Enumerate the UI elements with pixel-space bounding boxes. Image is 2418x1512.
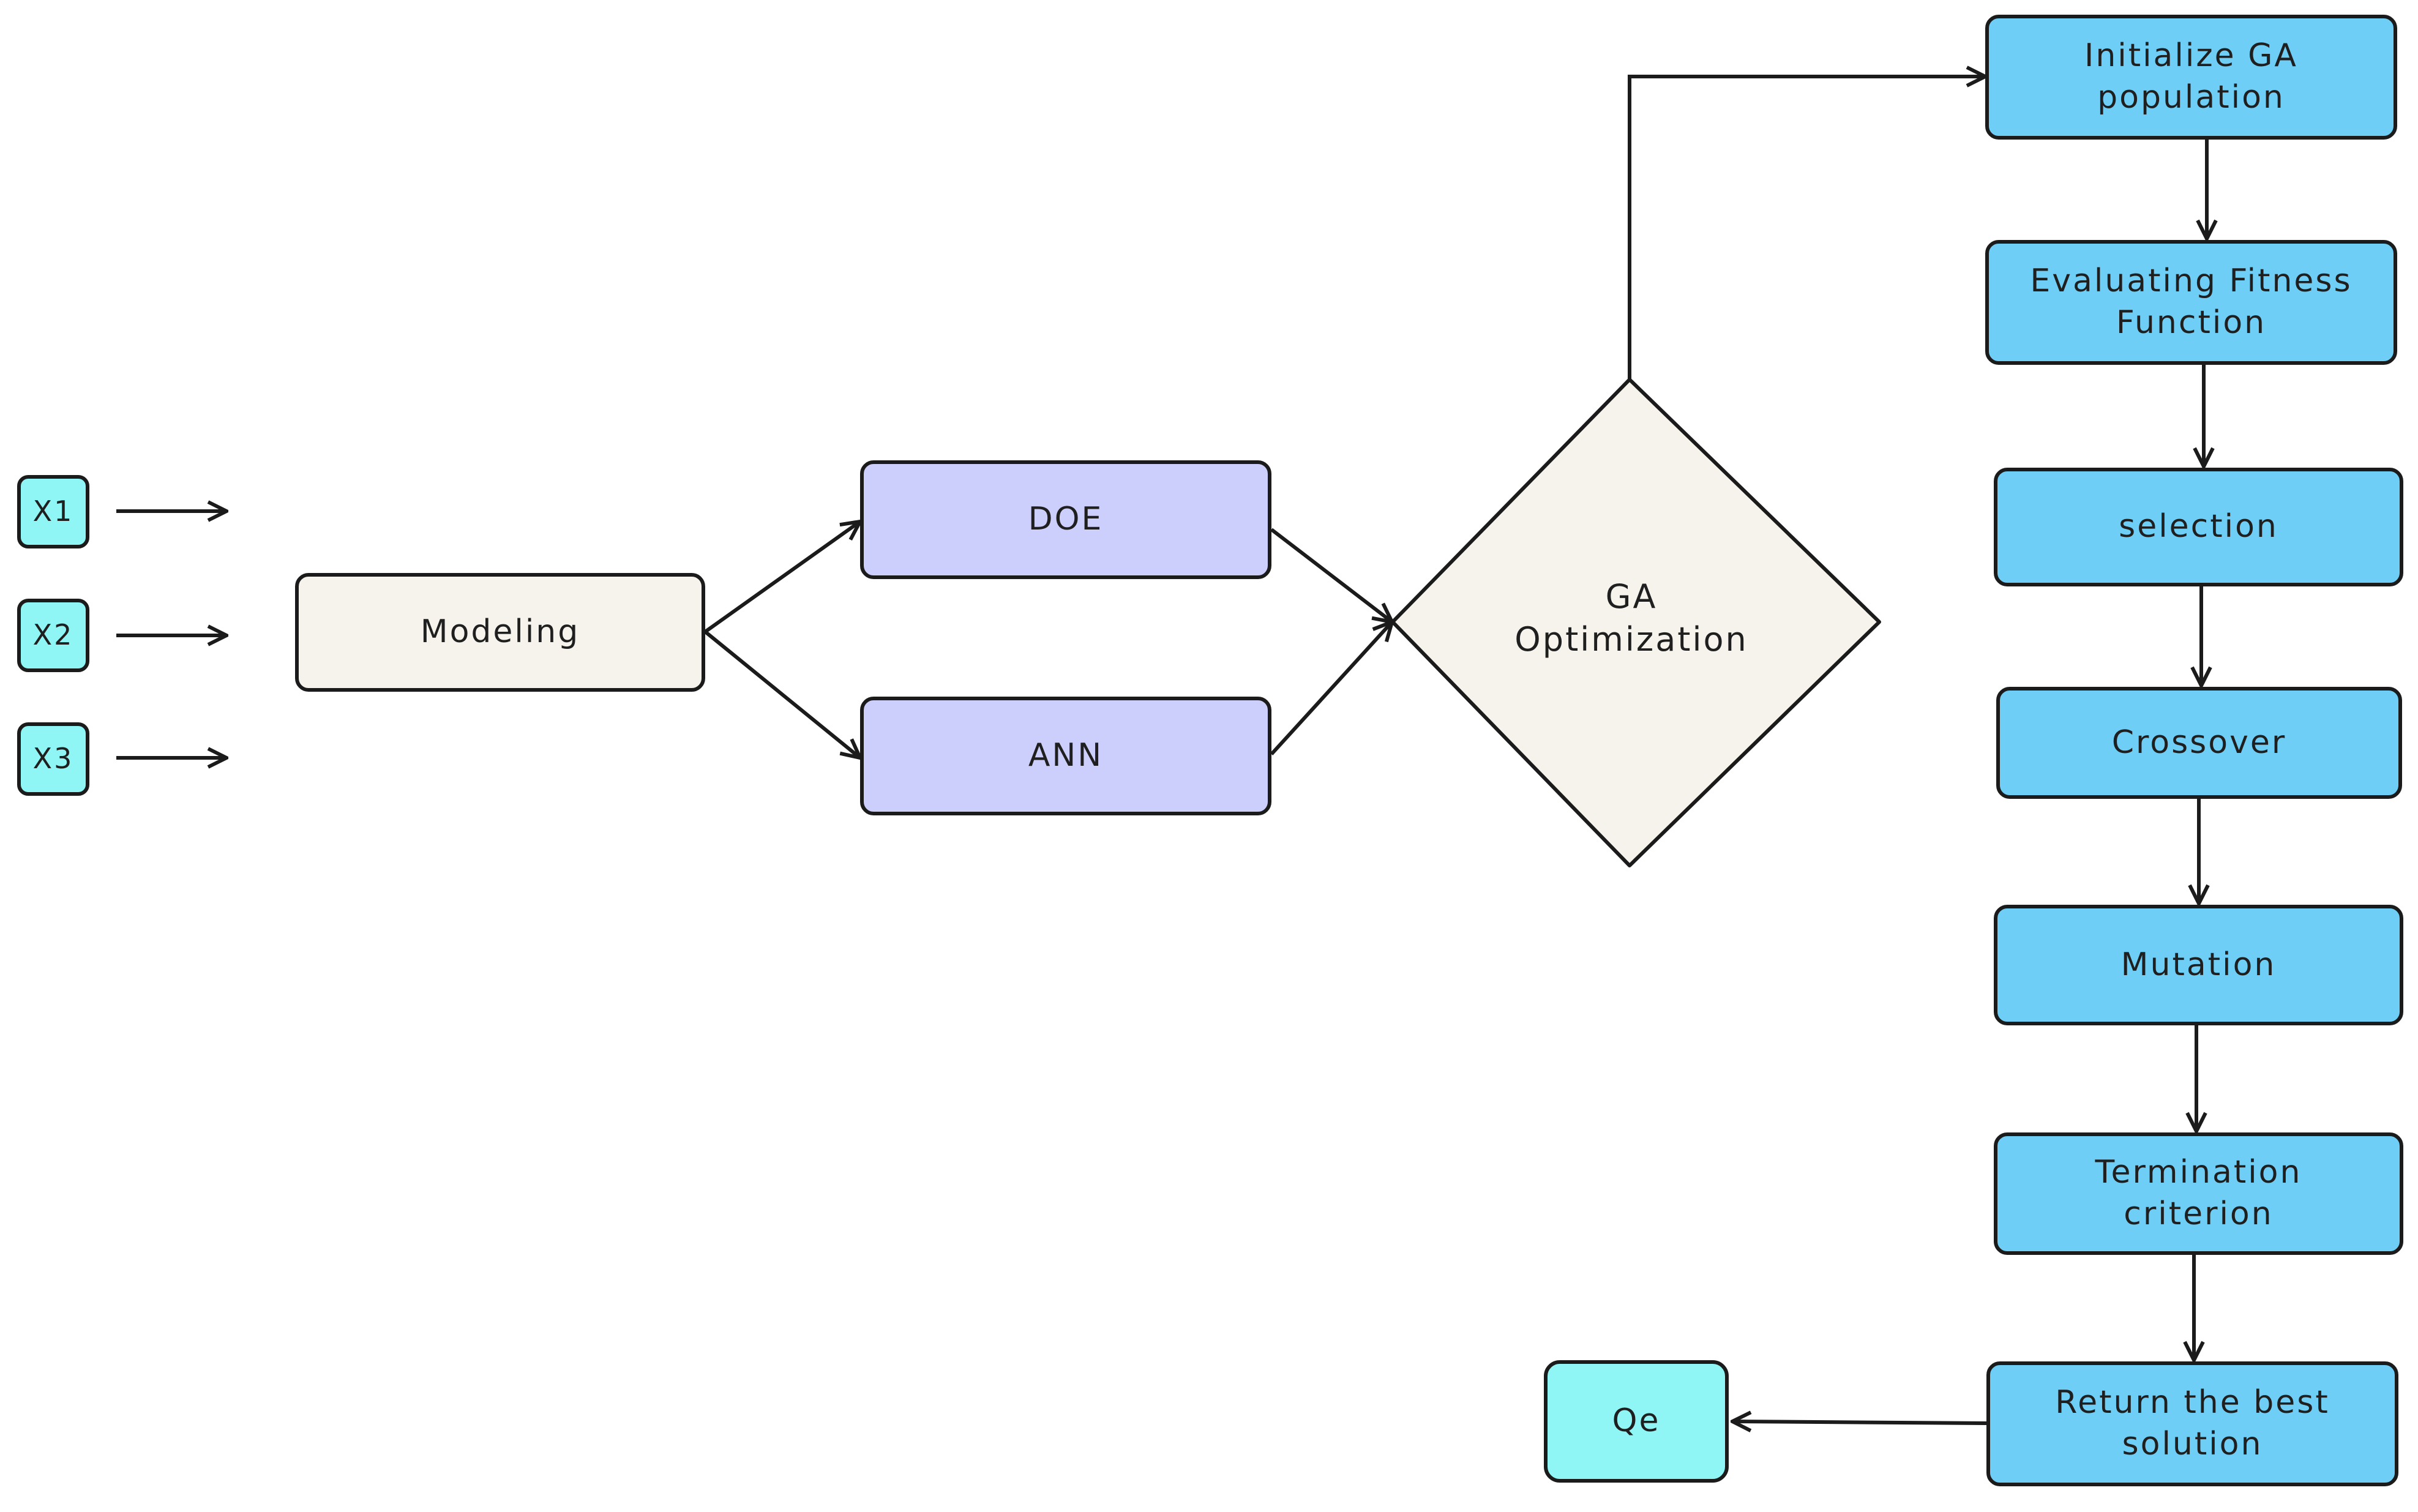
input-x2-label: X2 bbox=[32, 618, 74, 652]
step-crossover-label: Crossover bbox=[2111, 724, 2287, 761]
arrow-doe-ga bbox=[1270, 528, 1392, 622]
step-evaluate-fitness: Evaluating Fitness Function bbox=[1985, 240, 2397, 365]
step-termination: Termination criterion bbox=[1994, 1132, 2403, 1255]
arrow-ga-initialize bbox=[1628, 77, 1985, 380]
input-x1-label: X1 bbox=[32, 495, 74, 528]
input-x2: X2 bbox=[17, 599, 89, 672]
ann-box: ANN bbox=[860, 697, 1271, 815]
ann-label: ANN bbox=[1028, 737, 1104, 774]
step-return-best-label: Return the best solution bbox=[2055, 1384, 2330, 1462]
arrow-best-qe bbox=[1732, 1421, 1987, 1423]
input-x1: X1 bbox=[17, 475, 89, 548]
step-mutation-label: Mutation bbox=[2120, 946, 2277, 983]
input-x3: X3 bbox=[17, 722, 89, 796]
doe-label: DOE bbox=[1028, 501, 1104, 538]
step-termination-label: Termination criterion bbox=[2095, 1154, 2302, 1232]
step-initialize-label: Initialize GA population bbox=[2084, 37, 2299, 116]
modeling-label: Modeling bbox=[420, 613, 580, 651]
output-qe: Qe bbox=[1544, 1360, 1729, 1483]
ga-optimization-label: GA Optimization bbox=[1457, 575, 1806, 661]
ga-optimization-line1: GA bbox=[1605, 577, 1658, 616]
arrow-modeling-ann bbox=[704, 630, 860, 758]
step-crossover: Crossover bbox=[1996, 687, 2402, 799]
modeling-box: Modeling bbox=[295, 573, 705, 692]
doe-box: DOE bbox=[860, 460, 1271, 579]
arrow-ann-ga bbox=[1270, 622, 1392, 756]
ga-optimization-line2: Optimization bbox=[1514, 620, 1748, 659]
step-evaluate-fitness-label: Evaluating Fitness Function bbox=[2030, 263, 2352, 341]
input-x3-label: X3 bbox=[32, 742, 74, 776]
step-selection-label: selection bbox=[2119, 508, 2278, 545]
step-selection: selection bbox=[1994, 468, 2403, 586]
step-mutation: Mutation bbox=[1994, 905, 2403, 1025]
step-initialize: Initialize GA population bbox=[1985, 15, 2397, 140]
step-return-best: Return the best solution bbox=[1986, 1361, 2398, 1486]
arrow-modeling-doe bbox=[704, 522, 860, 634]
output-qe-label: Qe bbox=[1612, 1402, 1661, 1440]
ga-optimization-diamond bbox=[1391, 378, 1881, 867]
